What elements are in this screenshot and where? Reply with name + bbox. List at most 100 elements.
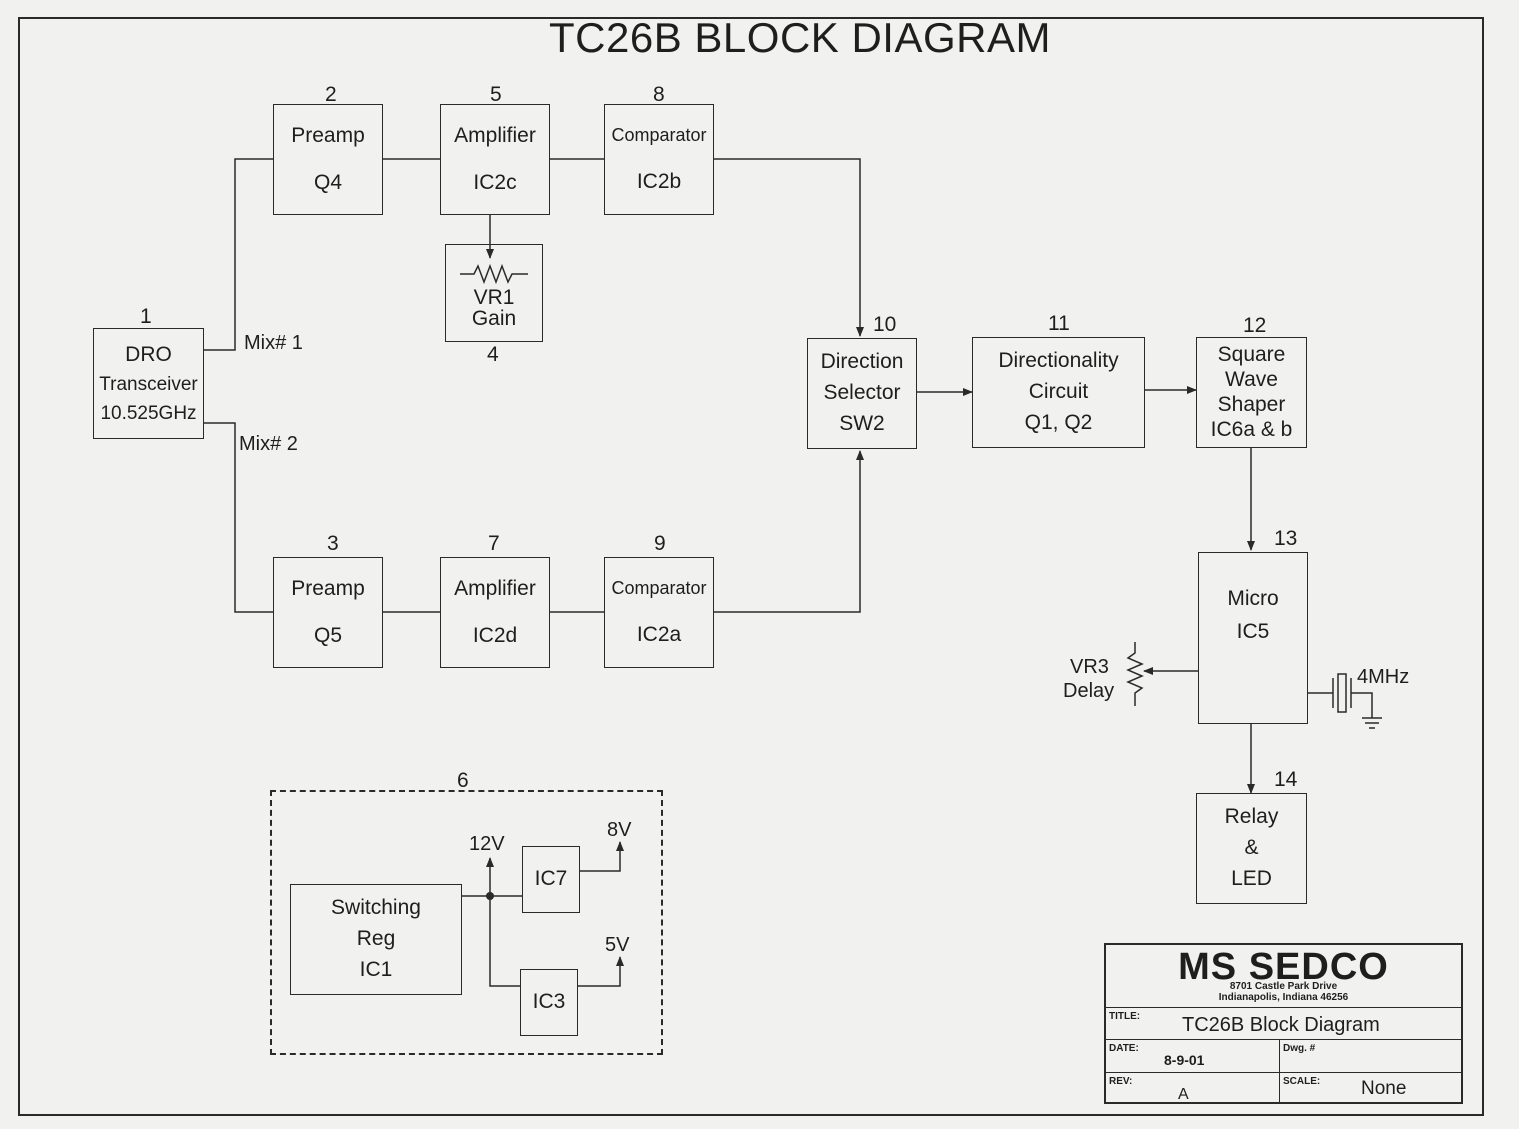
title-block: MS SEDCO 8701 Castle Park Drive Indianap… [1104, 943, 1463, 1104]
block-label: Gain [471, 307, 517, 330]
rev-label: REV: [1109, 1076, 1133, 1087]
block-label: IC1 [359, 958, 393, 982]
drawing-frame [18, 17, 1484, 1116]
vr3-label: VR3 [1070, 656, 1109, 678]
block-ic7: IC7 [522, 846, 580, 913]
block-micro-ic5: Micro IC5 [1198, 552, 1308, 724]
block-label: Circuit [1028, 380, 1089, 404]
block-label: Q5 [313, 623, 342, 647]
scale-label: SCALE: [1283, 1076, 1321, 1087]
block-label: Reg [356, 927, 396, 951]
block-label: Directionality [998, 349, 1119, 373]
block-ic3: IC3 [520, 969, 578, 1036]
company-address-line2: Indianapolis, Indiana 46256 [1218, 992, 1349, 1003]
block-label: Square [1217, 342, 1286, 366]
block-comparator-ic2b: Comparator IC2b [604, 104, 714, 215]
date-value: 8-9-01 [1164, 1052, 1205, 1068]
wire-8-10 [714, 158, 864, 337]
block-label: & [1244, 836, 1259, 860]
5v-label: 5V [605, 934, 630, 956]
junction-dot [486, 892, 494, 900]
block-label: IC3 [532, 990, 566, 1014]
block-number-14: 14 [1274, 768, 1298, 791]
block-label: IC2b [636, 169, 682, 193]
date-row: DATE: 8-9-01 Dwg. # [1106, 1039, 1461, 1103]
block-label: Relay [1224, 805, 1279, 829]
date-label: DATE: [1109, 1043, 1139, 1054]
wire-9-10 [714, 450, 864, 613]
block-directionality-circuit: Directionality Circuit Q1, Q2 [972, 337, 1145, 448]
block-label: IC5 [1236, 619, 1270, 643]
block-label: Preamp [291, 577, 365, 601]
block-label: IC6a & b [1210, 418, 1293, 442]
title-label: TITLE: [1109, 1011, 1141, 1022]
company-logo: MS SEDCO [1178, 946, 1389, 988]
block-label: IC2c [473, 170, 517, 194]
block-label: Wave [1225, 367, 1278, 391]
block-number-3: 3 [327, 532, 339, 555]
block-label: Micro [1227, 587, 1279, 610]
block-number-6: 6 [457, 769, 469, 792]
block-number-7: 7 [488, 532, 500, 555]
vr3-delay-label: Delay [1063, 680, 1115, 702]
dwg-label: Dwg. # [1283, 1043, 1316, 1054]
block-label: Preamp [291, 124, 365, 148]
block-label: 10.525GHz [100, 402, 197, 424]
block-number-11: 11 [1048, 312, 1070, 335]
block-number-8: 8 [653, 83, 665, 106]
block-number-1: 1 [140, 305, 152, 328]
vr3-resistor-symbol [1126, 642, 1144, 706]
8v-label: 8V [607, 819, 632, 841]
page-title: TC26B BLOCK DIAGRAM [549, 14, 1051, 61]
block-label: Amplifier [454, 124, 536, 148]
mix2-label: Mix# 2 [239, 433, 298, 455]
block-switching-reg: Switching Reg IC1 [290, 884, 462, 995]
block-direction-selector: Direction Selector SW2 [807, 338, 917, 449]
block-number-5: 5 [490, 83, 502, 106]
block-number-4: 4 [487, 343, 499, 366]
block-label: Q4 [313, 170, 342, 194]
block-relay-led: Relay & LED [1196, 793, 1307, 904]
block-label: Selector [823, 381, 901, 405]
wire-5v [578, 956, 624, 987]
block-dro-transceiver: DRO Transceiver 10.525GHz [93, 328, 204, 439]
block-number-12: 12 [1243, 314, 1267, 337]
wire-to-ic3 [489, 896, 520, 987]
block-label: DRO [125, 342, 172, 366]
block-comparator-ic2a: Comparator IC2a [604, 557, 714, 668]
rev-row: REV: A SCALE: None [1106, 1072, 1461, 1104]
block-number-13: 13 [1274, 527, 1298, 550]
block-number-10: 10 [873, 313, 897, 336]
block-label: Comparator [611, 578, 707, 599]
title-row: TITLE: TC26B Block Diagram [1106, 1007, 1461, 1040]
scale-value: None [1361, 1078, 1407, 1099]
block-square-wave-shaper: Square Wave Shaper IC6a & b [1196, 337, 1307, 448]
crystal-label: 4MHz [1357, 666, 1410, 688]
rev-value: A [1178, 1086, 1189, 1103]
block-label: LED [1231, 867, 1272, 891]
wire-mix2 [203, 422, 273, 613]
block-label: Comparator [611, 125, 707, 146]
wire-mix1 [203, 158, 273, 351]
block-amplifier-ic2d: Amplifier IC2d [440, 557, 550, 668]
block-label: Direction [820, 350, 904, 374]
block-preamp-q5: Preamp Q5 [273, 557, 383, 668]
block-number-2: 2 [325, 83, 337, 106]
block-label: Switching [331, 896, 421, 920]
block-vr1-gain: VR1 Gain [445, 244, 543, 342]
block-label: VR1 [473, 286, 515, 309]
block-label: IC2d [472, 623, 518, 647]
block-label: SW2 [839, 412, 885, 436]
company-address-line1: 8701 Castle Park Drive [1229, 981, 1338, 992]
block-label: IC2a [636, 622, 682, 646]
title-value: TC26B Block Diagram [1182, 1014, 1380, 1036]
power-supply-group [270, 790, 663, 1055]
block-preamp-q4: Preamp Q4 [273, 104, 383, 215]
12v-label: 12V [469, 833, 505, 855]
mix1-label: Mix# 1 [244, 332, 303, 354]
block-amplifier-ic2c: Amplifier IC2c [440, 104, 550, 215]
block-label: Amplifier [454, 577, 536, 601]
block-number-9: 9 [654, 532, 666, 555]
vr1-resistor-symbol [460, 263, 528, 285]
